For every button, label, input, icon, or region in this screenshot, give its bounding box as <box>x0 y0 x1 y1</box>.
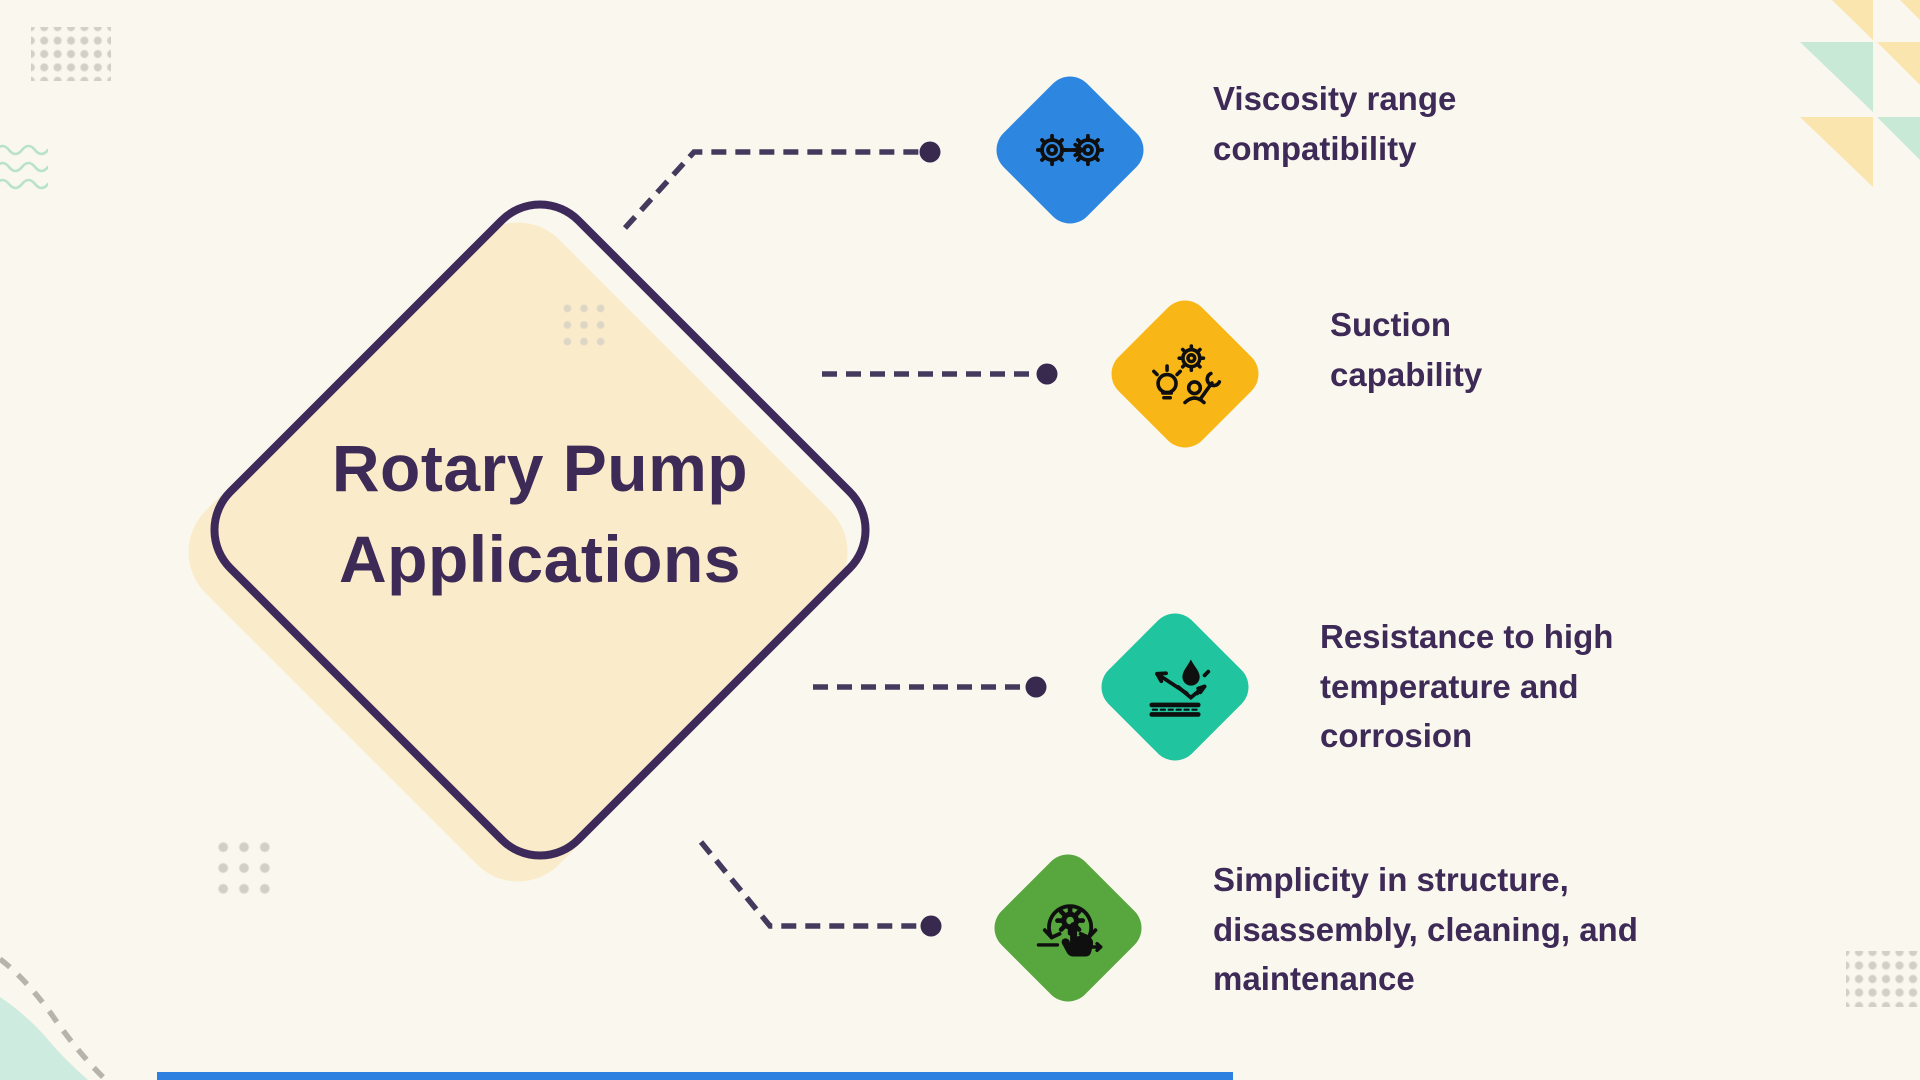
dot-grid-in-diamond <box>558 300 610 350</box>
bottom-accent-bar <box>157 1072 1233 1080</box>
item-diamond-simplicity <box>984 844 1152 1012</box>
connector-dot <box>920 915 942 937</box>
connector-viscosity <box>622 149 921 230</box>
wave-lines-left <box>0 144 48 190</box>
item-diamond-viscosity <box>986 66 1154 234</box>
corner-blob-bottom-left <box>0 956 108 1080</box>
item-diamond-resistance <box>1091 603 1259 771</box>
dot-grid-top-left <box>31 27 111 81</box>
dot-grid-bottom-left <box>212 836 276 900</box>
idea-tools-icon <box>1152 344 1222 405</box>
dashed-curve <box>0 956 108 1080</box>
item-diamond-suction <box>1101 290 1269 458</box>
item-label-suction: Suction capability <box>1330 306 1483 393</box>
item-label-viscosity: Viscosity range compatibility <box>1213 80 1457 167</box>
item-label-resistance: Resistance to high temperature and corro… <box>1320 618 1614 754</box>
connector-simplicity <box>698 840 922 929</box>
dot-grid-bottom-right <box>1846 951 1920 1007</box>
liquid-repel-icon <box>1149 659 1211 717</box>
gears-arrow-icon <box>1035 133 1105 167</box>
item-label-simplicity: Simplicity in structure, disassembly, cl… <box>1213 861 1638 997</box>
triangle-pattern-top-right <box>1800 0 1920 187</box>
connector-dot <box>919 141 941 163</box>
connector-dot <box>1036 363 1058 385</box>
process-hand-icon <box>1036 904 1103 957</box>
page-title: Rotary Pump Applications <box>331 430 749 596</box>
connector-dot <box>1025 676 1047 698</box>
